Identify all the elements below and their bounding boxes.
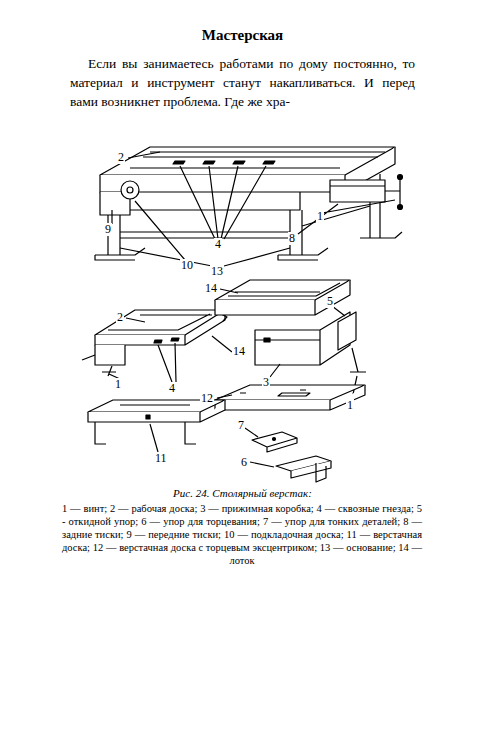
callout-number: 2 (116, 311, 124, 324)
callout-number: 7 (237, 419, 245, 432)
callout-number: 12 (200, 392, 214, 405)
figure-caption: Рис. 24. Столярный верстак: (0, 487, 485, 499)
callout-number: 3 (262, 376, 270, 389)
body-text: Если вы занимаетесь работами по дому пос… (70, 54, 415, 111)
callout-number: 11 (154, 452, 168, 465)
callout-number: 1 (316, 210, 324, 223)
callout-number: 4 (214, 238, 222, 251)
callout-number: 14 (204, 282, 218, 295)
callout-number: 10 (180, 259, 194, 272)
callout-number: 1 (114, 378, 122, 391)
callout-number: 8 (288, 232, 296, 245)
callout-number: 1 (346, 399, 354, 412)
callout-number: 6 (240, 456, 248, 469)
callout-number: 14 (232, 345, 246, 358)
callout-number: 13 (210, 265, 224, 278)
page-heading: Мастерская (0, 27, 485, 44)
legend-text: 1 — винт; 2 — рабочая доска; 3 — прижимн… (62, 502, 422, 567)
callout-number: 2 (117, 151, 125, 164)
callout-number: 9 (104, 223, 112, 236)
callout-number: 5 (326, 295, 334, 308)
callout-number: 4 (168, 382, 176, 395)
